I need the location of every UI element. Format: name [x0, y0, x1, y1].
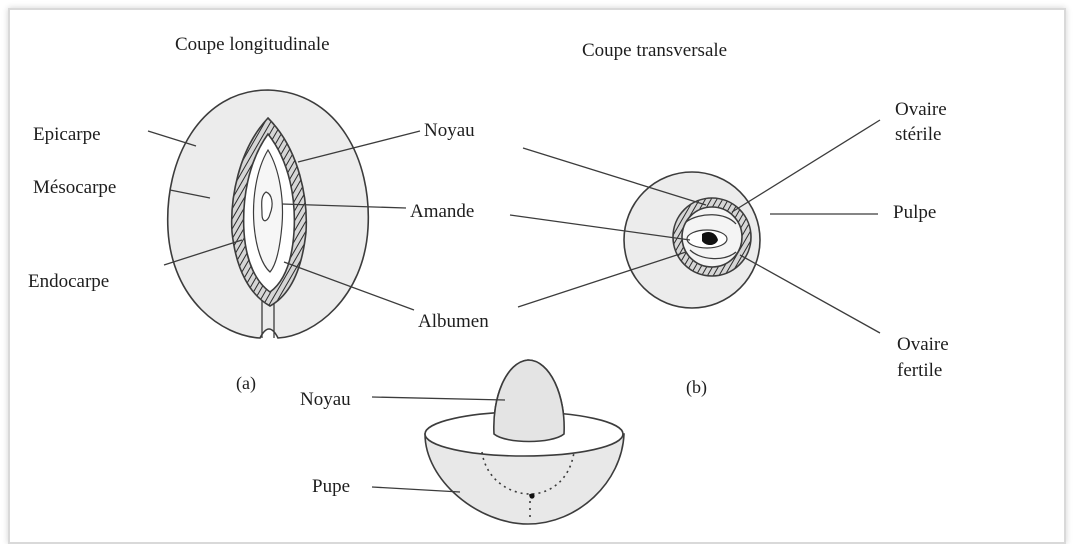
label-noyau: Noyau	[424, 120, 475, 141]
label-epicarpe: Epicarpe	[33, 124, 101, 145]
label-noyau-cup: Noyau	[300, 389, 351, 410]
leader-ovaire-sterile	[732, 120, 880, 212]
label-mesocarpe: Mésocarpe	[33, 177, 116, 198]
title-transversal: Coupe transversale	[582, 40, 727, 61]
label-albumen: Albumen	[418, 311, 489, 332]
cup-dot	[529, 493, 534, 498]
longitudinal-section: Epicarpe Mésocarpe Endocarpe Noyau Amand…	[28, 90, 489, 394]
label-pupe: Pupe	[312, 476, 350, 497]
label-pulpe: Pulpe	[893, 202, 936, 223]
label-ovaire-sterile-line2: stérile	[895, 124, 941, 145]
figure-label-b: (b)	[686, 377, 707, 398]
label-endocarpe: Endocarpe	[28, 271, 109, 292]
label-ovaire-sterile-line1: Ovaire	[895, 99, 947, 120]
label-amande: Amande	[410, 201, 474, 222]
cup-stone-front	[494, 360, 564, 442]
transversal-section: Ovaire stérile Pulpe Ovaire fertile (b)	[510, 99, 949, 398]
label-ovaire-fertile-line2: fertile	[897, 360, 942, 381]
label-ovaire-fertile-line1: Ovaire	[897, 334, 949, 355]
leader-ovaire-fertile	[740, 255, 880, 333]
leader-noyau-cup	[372, 397, 505, 400]
fruit-cup-section: Noyau Pupe	[300, 360, 624, 524]
figure-label-a: (a)	[236, 373, 256, 394]
leader-pupe	[372, 487, 460, 492]
title-longitudinal: Coupe longitudinale	[175, 34, 330, 55]
